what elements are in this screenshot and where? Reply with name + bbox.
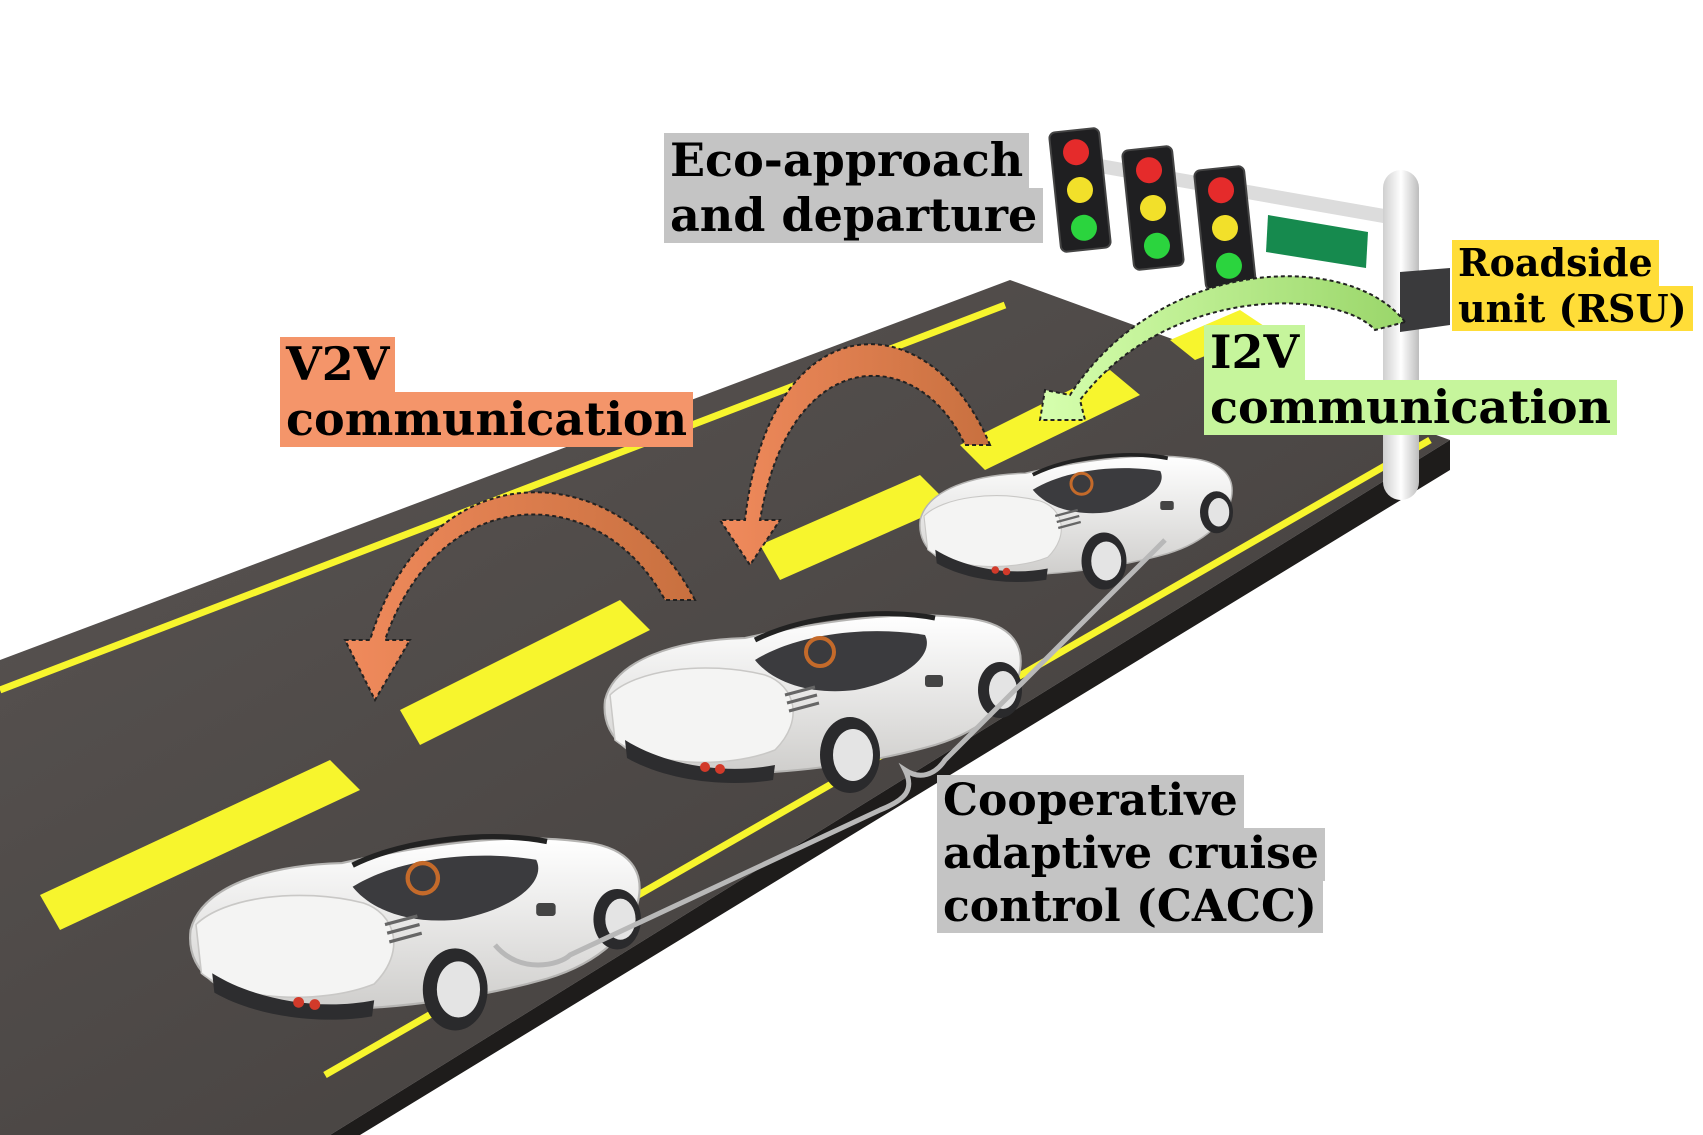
i2v-label-line-2: communication [1204, 380, 1618, 436]
rsu-label-line-1: Roadside [1452, 240, 1659, 286]
cacc-label: Cooperative adaptive cruise control (CAC… [937, 775, 1325, 934]
i2v-label-line-1: I2V [1204, 325, 1306, 381]
traffic-light-icon [1192, 164, 1258, 292]
v2v-label-line-1: V2V [280, 337, 396, 393]
cacc-label-line-1: Cooperative [937, 775, 1244, 828]
cacc-bracket [493, 538, 1167, 968]
lane-mark [760, 475, 950, 580]
v2v-arrow [343, 491, 697, 703]
v2v-label-line-2: communication [280, 392, 694, 448]
v2v-arrow [718, 343, 992, 567]
lane-mark [40, 760, 360, 930]
cacc-label-line-2: adaptive cruise [937, 827, 1325, 881]
street-sign [1266, 215, 1368, 268]
lane-mark [400, 600, 650, 745]
roadside-unit-icon [1400, 268, 1450, 332]
i2v-label: I2V communication [1204, 325, 1618, 436]
rsu-label-line-2: unit (RSU) [1452, 285, 1693, 332]
eco-approach-label: Eco-approach and departure [664, 133, 1044, 244]
rsu-label: Roadside unit (RSU) [1452, 240, 1693, 332]
traffic-light-icon [1120, 144, 1186, 272]
cacc-label-line-3: control (CACC) [937, 880, 1323, 934]
eco-label-line-2: and departure [664, 188, 1044, 244]
traffic-light-icon [1047, 126, 1113, 254]
eco-label-line-1: Eco-approach [664, 133, 1030, 189]
v2v-label: V2V communication [280, 337, 694, 448]
i2v-arrow [1038, 275, 1407, 421]
